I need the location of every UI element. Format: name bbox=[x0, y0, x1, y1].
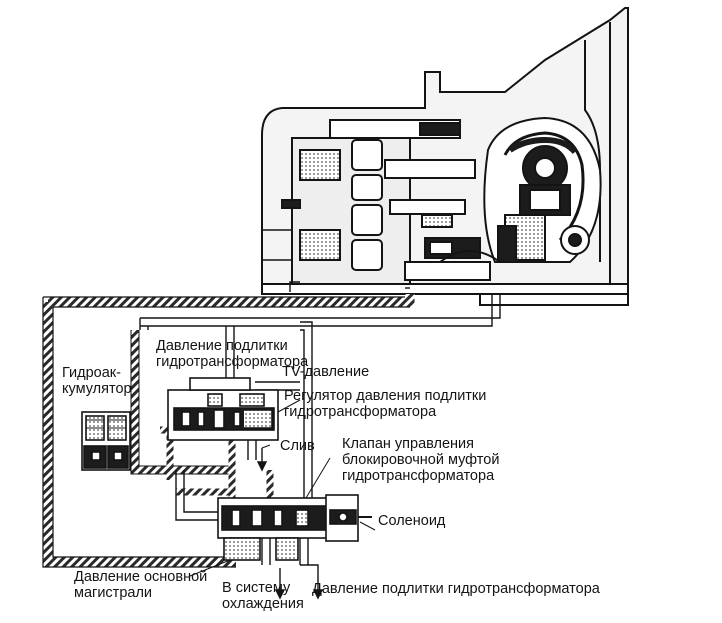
label-drain: Слив bbox=[280, 438, 315, 454]
main-line-loop bbox=[43, 294, 415, 567]
transmission-housing bbox=[261, 7, 629, 306]
label-converter-feed-pressure-bottom: Давление подлитки гидротрансформатора bbox=[312, 581, 600, 597]
solenoid bbox=[325, 494, 372, 542]
label-solenoid: Соленоид bbox=[378, 513, 446, 529]
flow-arrows bbox=[256, 448, 324, 600]
housing-base bbox=[261, 283, 629, 295]
label-main-line-pressure: Давление основной магистрали bbox=[74, 569, 208, 601]
label-feed-regulator: Регулятор давления подлитки гидротрансфо… bbox=[284, 388, 487, 420]
label-to-cooling: В систему охлаждения bbox=[222, 580, 304, 612]
accumulator bbox=[81, 411, 131, 471]
feed-pressure-regulator bbox=[167, 377, 279, 441]
label-tv-pressure: TV-давление bbox=[282, 364, 370, 380]
label-lockup-control-valve: Клапан управления блокировочной муфтой г… bbox=[342, 436, 500, 484]
label-accumulator: Гидроак- кумулятор bbox=[62, 365, 132, 397]
torque-converter bbox=[483, 116, 602, 263]
lockup-control-valve bbox=[217, 497, 331, 561]
leader-lines bbox=[189, 399, 376, 577]
label-converter-feed-pressure-top: Давление подлитки гидротрансформатора bbox=[156, 338, 309, 370]
main-line-circuit bbox=[42, 294, 415, 568]
valve-body bbox=[262, 119, 501, 289]
